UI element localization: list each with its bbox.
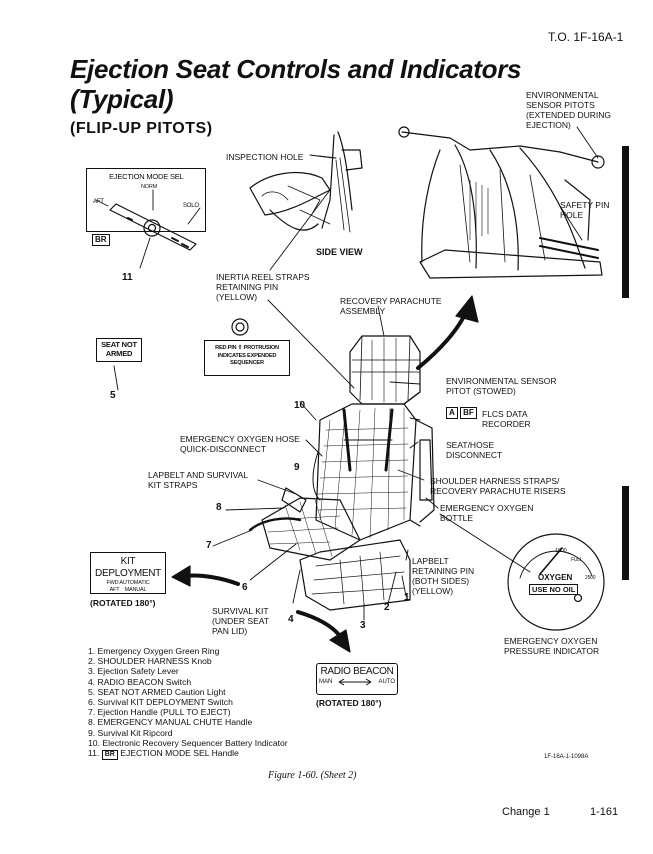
ejection-seat (231, 318, 435, 611)
callout-number-1: 1 (404, 592, 410, 603)
label-inspection-hole: INSPECTION HOLE (226, 152, 304, 162)
radio-beacon-title: RADIO BEACON (320, 666, 394, 677)
page-title: Ejection Seat Controls and Indicators (T… (70, 54, 522, 114)
sequencer-placard: RED PIN ⇧ PROTRUSION INDICATES EXPENDED … (204, 340, 290, 376)
label-rotated-left: (ROTATED 180°) (90, 598, 156, 608)
callout-number-11: 11 (122, 272, 133, 283)
figure-caption: Figure 1-60. (Sheet 2) (268, 770, 357, 781)
kit-deployment-fwd: FWD AUTOMATIC (106, 580, 150, 586)
label-shoulder-harness: SHOULDER HARNESS STRAPS/ RECOVERY PARACH… (430, 476, 566, 496)
mode-sel-aft: AFT (93, 199, 104, 205)
o2-gauge-2500: 2500 (585, 575, 596, 581)
legend-item-5: 5. SEAT NOT ARMED Caution Light (88, 686, 226, 697)
o2-gauge-full: FULL (571, 557, 583, 563)
mode-sel-norm: NORM (141, 184, 158, 190)
mode-sel-handle (109, 203, 197, 251)
legend-list: 1. Emergency Oxygen Green Ring 2. SHOULD… (88, 646, 288, 761)
label-seat-hose-disconnect: SEAT/HOSE DISCONNECT (446, 440, 503, 460)
callout-number-5: 5 (110, 390, 116, 401)
legend-item-7: 7. Ejection Handle (PULL TO EJECT) (88, 707, 231, 718)
mode-sel-title: EJECTION MODE SEL (109, 172, 184, 181)
flcs-recorder-callout: A BF (446, 407, 477, 419)
legend-item-1: 1. Emergency Oxygen Green Ring (88, 646, 220, 656)
pitot-tip-left (398, 126, 410, 138)
label-emergency-o2-hose: EMERGENCY OXYGEN HOSE QUICK-DISCONNECT (180, 434, 300, 454)
label-env-sensor-pitot-stowed: ENVIRONMENTAL SENSOR PITOT (STOWED) (446, 376, 557, 396)
label-recovery-parachute: RECOVERY PARACHUTE ASSEMBLY (340, 296, 442, 316)
legend-item-3: 3. Ejection Safety Lever (88, 666, 179, 677)
legend-br-tag: BR (101, 750, 118, 761)
sequencer-indicator-light (231, 318, 249, 336)
callout-number-7: 7 (206, 540, 212, 551)
label-emergency-o2-bottle: EMERGENCY OXYGEN BOTTLE (440, 503, 534, 523)
footer-page-number: 1-161 (590, 806, 619, 818)
title-line-1: Ejection Seat Controls and Indicators (70, 54, 522, 84)
radio-beacon-auto: AUTO (378, 679, 395, 685)
callout-number-2: 2 (384, 602, 390, 613)
o2-gauge-1800: 1800 (555, 548, 567, 554)
flcs-tag-bf: BF (460, 407, 477, 419)
pitot-tube-left (401, 131, 599, 163)
legend-item-11-number: 11. (88, 748, 100, 759)
legend-item-2: 2. SHOULDER HARNESS Knob (88, 656, 212, 667)
footer-change: Change 1 (502, 806, 550, 818)
double-arrow-icon (339, 678, 372, 686)
o2-gauge-face (507, 533, 605, 631)
sequencer-placard-text: RED PIN ⇧ PROTRUSION INDICATES EXPENDED … (215, 345, 279, 366)
page-subtitle: (FLIP-UP PITOTS) (70, 120, 213, 137)
kit-deployment-title: KIT DEPLOYMENT (95, 556, 161, 579)
label-inertia-reel: INERTIA REEL STRAPS RETAINING PIN (YELLO… (216, 272, 310, 302)
o2-gauge-oxygen: OXYGEN (538, 573, 573, 582)
label-lapbelt-survival: LAPBELT AND SURVIVAL KIT STRAPS (148, 470, 248, 490)
legend-item-4: 4. RADIO BEACON Switch (88, 676, 192, 687)
legend-item-9: 9. Survival Kit Ripcord (88, 727, 173, 738)
callout-number-4: 4 (288, 614, 294, 625)
radio-beacon-switch: MAN AUTO (317, 678, 397, 686)
label-lapbelt-pin: LAPBELT RETAINING PIN (BOTH SIDES) (YELL… (412, 556, 475, 596)
label-flcs-recorder: FLCS DATA RECORDER (482, 409, 531, 429)
kit-deployment-aft: AFT MANUAL (109, 587, 147, 593)
label-side-view: SIDE VIEW (316, 247, 363, 257)
callout-number-3: 3 (360, 620, 366, 631)
mode-sel-solo: SOLO (183, 203, 199, 209)
callout-number-9: 9 (294, 462, 300, 473)
radio-beacon-placard: RADIO BEACON MAN AUTO (316, 663, 398, 695)
callout-number-8: 8 (216, 502, 222, 513)
figure-id: 1F-16A-1-1098A (544, 754, 589, 760)
radio-beacon-man: MAN (319, 679, 333, 685)
side-bar-lower (622, 486, 629, 580)
seat-not-armed-text: SEAT NOT ARMED (101, 340, 137, 358)
flcs-tag-a: A (446, 407, 458, 419)
label-survival-kit: SURVIVAL KIT (UNDER SEAT PAN LID) (212, 606, 269, 636)
headrest-side-view (337, 131, 353, 211)
kit-deployment-placard: KIT DEPLOYMENT FWD AUTOMATIC AFT MANUAL (90, 552, 166, 594)
pitot-tip-right (591, 155, 605, 169)
callout-number-6: 6 (242, 582, 248, 593)
label-safety-pin-hole: SAFETY PIN HOLE (560, 200, 610, 220)
legend-item-6: 6. Survival KIT DEPLOYMENT Switch (88, 697, 233, 708)
ejection-mode-sel-placard: EJECTION MODE SEL NORM AFT SOLO (86, 168, 206, 232)
o2-gauge-use-no-oil: USE NO OIL (529, 584, 579, 595)
legend-item-11: 11. BR EJECTION MODE SEL Handle (88, 748, 288, 761)
legend-item-10: 10. Electronic Recovery Sequencer Batter… (88, 737, 288, 748)
legend-item-8: 8. EMERGENCY MANUAL CHUTE Handle (88, 717, 253, 728)
mode-sel-br-tag: BR (92, 234, 110, 246)
label-env-sensor-pitots: ENVIRONMENTAL SENSOR PITOTS (EXTENDED DU… (526, 90, 612, 130)
label-rotated-right: (ROTATED 180°) (316, 698, 382, 708)
label-o2-pressure-indicator: EMERGENCY OXYGEN PRESSURE INDICATOR (504, 636, 600, 656)
doc-id: T.O. 1F-16A-1 (548, 30, 624, 44)
legend-item-11-text: EJECTION MODE SEL Handle (120, 748, 239, 759)
callout-number-10: 10 (294, 400, 306, 411)
side-bar-upper (622, 146, 629, 298)
title-line-2: (Typical) (70, 84, 174, 114)
seat-not-armed-light: SEAT NOT ARMED (96, 338, 142, 362)
